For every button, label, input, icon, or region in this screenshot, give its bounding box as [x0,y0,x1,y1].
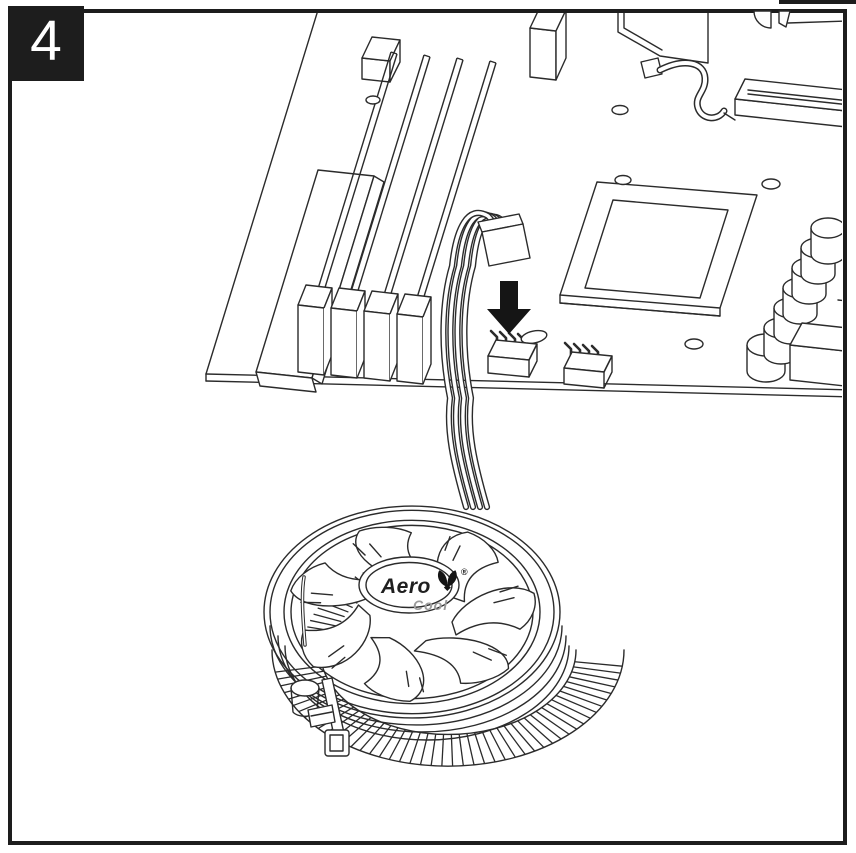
brand-logo-name: Aero [380,575,431,598]
down-arrow-icon [487,281,531,334]
socket-lever [640,57,736,122]
ram-slots [297,52,496,385]
board-overflow-topright [753,10,791,29]
mounting-clip [290,575,350,757]
registered-mark: ® [461,567,468,577]
fan-frame [264,506,560,718]
expansion-slot [734,78,842,128]
cpu-cooler: Aero ® Cool [264,506,624,766]
capacitors [746,217,842,383]
screw-holes [365,95,781,350]
step-number-badge: 4 [8,6,84,81]
brand-logo: Aero ® Cool [380,567,468,613]
brand-logo-sub: Cool [413,597,448,613]
fan-connector-plug [477,213,531,267]
component-cube-tall [529,13,567,81]
cpu-fan-header [487,329,548,378]
motherboard-illustration: Aero ® Cool [205,13,842,766]
cpu-socket [559,181,758,317]
sys-fan-header [563,341,613,389]
top-edge-rule [779,0,856,4]
io-shroud [617,13,709,64]
board-edge-line [787,20,842,24]
component-cube-right [789,299,842,387]
step-number: 4 [30,9,62,73]
component-cube-small [361,36,401,83]
fan-hub: Aero ® Cool [358,556,468,614]
